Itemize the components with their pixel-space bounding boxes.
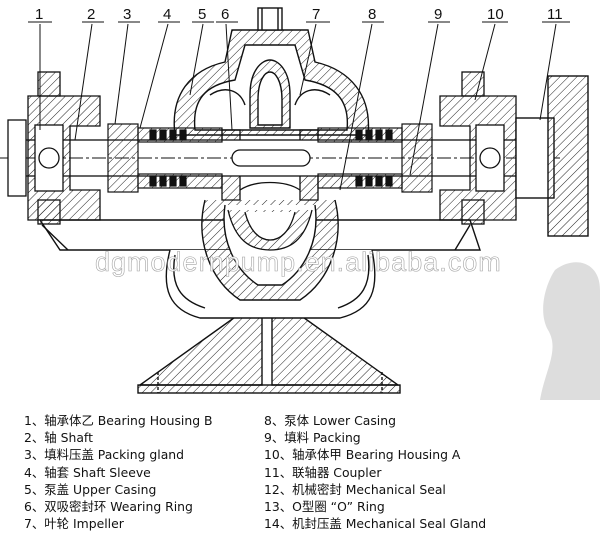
legend-item: 8、泵体 Lower Casing (264, 413, 396, 428)
upper-casing (173, 7, 370, 136)
callout-7: 7 (312, 6, 321, 23)
callout-4: 4 (163, 6, 172, 23)
legend-item: 2、轴 Shaft (24, 430, 93, 446)
leader-lines (28, 21, 570, 191)
watermark: dgmodernpump.en.alibaba.com (95, 247, 502, 278)
legend-item: 4、轴套 Shaft Sleeve (24, 464, 151, 480)
legend-right: 8、泵体 Lower Casing 9、填料 Packing 10、轴承体甲 B… (264, 412, 486, 532)
callout-1: 1 (35, 6, 44, 23)
callout-8: 8 (368, 6, 377, 23)
shaft (0, 139, 560, 177)
legend-item: 1、轴承体乙 Bearing Housing B (24, 413, 213, 428)
legend-left: 1、轴承体乙 Bearing Housing B 2、轴 Shaft 3、填料压… (24, 412, 213, 532)
pump-base (137, 314, 401, 394)
legend-item: 11、联轴器 Coupler (264, 464, 382, 480)
bearing-housing-b (7, 71, 101, 225)
legend-item: 10、轴承体甲 Bearing Housing A (264, 447, 461, 463)
legend-item: 9、填料 Packing (264, 430, 361, 446)
legend-item: 7、叶轮 Impeller (24, 516, 124, 532)
callout-2: 2 (87, 6, 96, 23)
callout-9: 9 (434, 6, 443, 23)
callout-10: 10 (487, 6, 504, 23)
background-shape (540, 262, 600, 400)
bearing-housing-a (439, 71, 517, 225)
legend-item: 3、填料压盖 Packing gland (24, 447, 185, 463)
callout-3: 3 (123, 6, 132, 23)
legend-item: 13、O型圈 “O” Ring (264, 499, 385, 515)
legend-item: 5、泵盖 Upper Casing (24, 481, 157, 497)
callout-11: 11 (547, 6, 563, 23)
packing-assemblies (107, 123, 433, 193)
legend-item: 6、双吸密封环 Wearing Ring (24, 499, 193, 515)
coupler (515, 75, 589, 237)
legend-item: 14、机封压盖 Mechanical Seal Gland (264, 516, 487, 532)
legend-item: 12、机械密封 Mechanical Seal (264, 481, 446, 497)
pump-sectional-drawing (0, 7, 600, 400)
callout-5: 5 (198, 6, 207, 23)
callout-6: 6 (221, 6, 230, 23)
